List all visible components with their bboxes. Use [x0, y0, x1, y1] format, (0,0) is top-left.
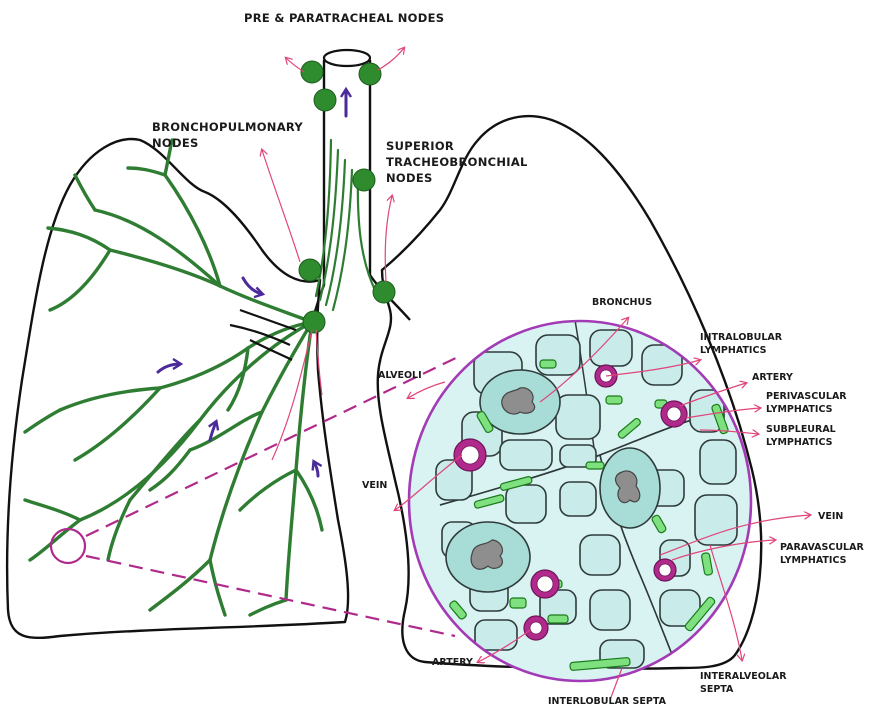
label-intralobular: INTRALOBULAR [700, 332, 783, 343]
label-superior: SUPERIOR [386, 139, 454, 153]
label-interalveolar-septa: SEPTA [700, 684, 734, 695]
label-perivascular-lymphatics: LYMPHATICS [766, 404, 833, 415]
label-artery-bottom: ARTERY [432, 657, 473, 668]
label-paravascular-lymphatics: LYMPHATICS [780, 555, 847, 566]
label-subpleural: SUBPLEURAL [766, 424, 836, 435]
label-superior-nodes: NODES [386, 171, 433, 185]
label-interalveolar: INTERALVEOLAR [700, 671, 787, 682]
label-artery-top: ARTERY [752, 372, 793, 383]
label-bronchopulmonary-nodes: NODES [152, 136, 199, 150]
label-intralobular-lymphatics: LYMPHATICS [700, 345, 767, 356]
label-interlobular-septa: INTERLOBULAR SEPTA [548, 696, 667, 707]
lymph-node [353, 169, 375, 191]
lymph-node [314, 89, 336, 111]
lymph-node [373, 281, 395, 303]
lymph-node [303, 311, 325, 333]
label-alveoli: ALVEOLI [378, 370, 422, 381]
label-subpleural-lymphatics: LYMPHATICS [766, 437, 833, 448]
label-pre-paratracheal-nodes: PRE & PARATRACHEAL NODES [244, 11, 444, 25]
label-vein-right: VEIN [818, 511, 843, 522]
label-bronchopulmonary: BRONCHOPULMONARY [152, 120, 303, 134]
lymph-node [359, 63, 381, 85]
label-paravascular: PARAVASCULAR [780, 542, 864, 553]
label-vein-left: VEIN [362, 480, 387, 491]
label-tracheobronchial: TRACHEOBRONCHIAL [386, 155, 528, 169]
lymph-node [299, 259, 321, 281]
label-perivascular: PERIVASCULAR [766, 391, 847, 402]
label-bronchus: BRONCHUS [592, 297, 652, 308]
lymph-node [301, 61, 323, 83]
